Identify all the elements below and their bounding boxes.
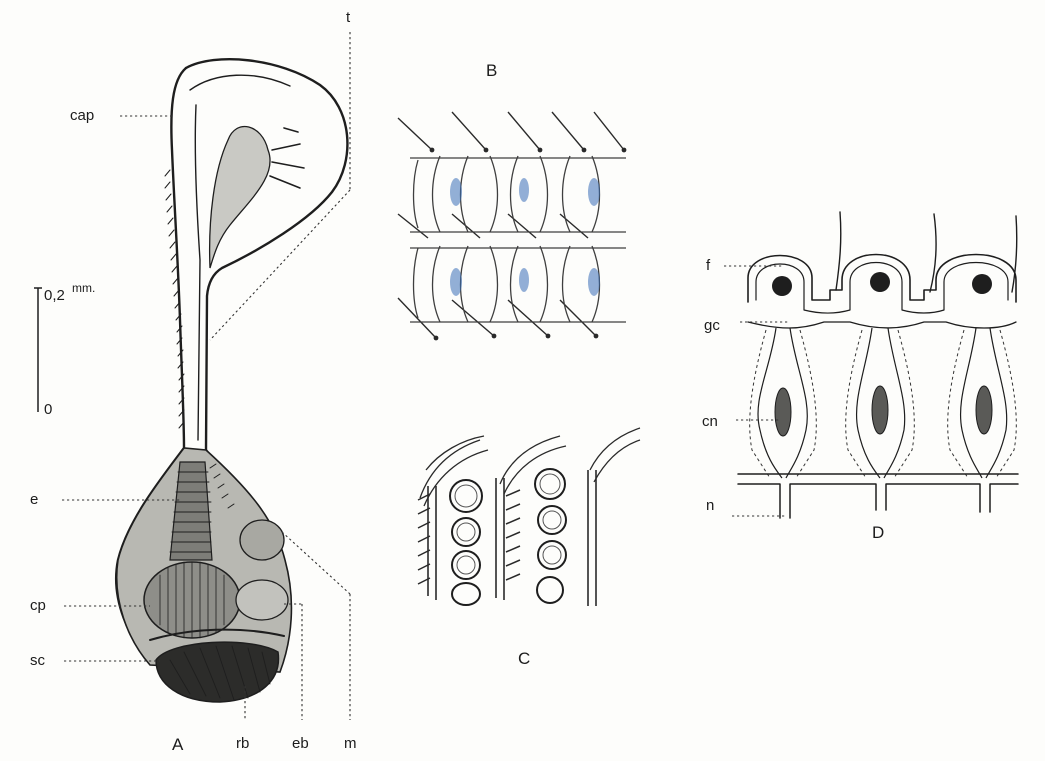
- label-m: m: [344, 735, 357, 752]
- panel-c-cells-inner: [455, 474, 561, 574]
- caption-b: B: [486, 61, 497, 80]
- panel-c: C: [418, 428, 640, 668]
- leader-m-diagonal: [282, 532, 350, 594]
- panel-b-tinted-nuclei: [450, 178, 600, 296]
- nerve-tracts: [738, 474, 1018, 518]
- panel-b-hairs: [398, 112, 624, 338]
- panel-b: B: [398, 61, 626, 340]
- lobe-m: [240, 520, 284, 560]
- scale-bottom-label: 0: [44, 401, 52, 418]
- cap-inner-line: [190, 75, 290, 90]
- caption-d: D: [872, 523, 884, 542]
- panel-a-organ-drawing: [116, 59, 347, 702]
- label-f: f: [706, 257, 711, 274]
- label-cn: cn: [702, 413, 718, 430]
- gland-basal-line: [748, 322, 1016, 328]
- scale-top-label: 0,2: [44, 287, 65, 304]
- gland-cell-nuclei: [772, 272, 992, 296]
- panel-c-hair-fans: [420, 428, 640, 506]
- scale-top-unit: mm.: [72, 281, 95, 295]
- label-n: n: [706, 497, 714, 514]
- label-cp: cp: [30, 597, 46, 614]
- caption-c: C: [518, 649, 530, 668]
- lobe-eb: [236, 580, 288, 620]
- label-rb: rb: [236, 735, 249, 752]
- panel-b-hair-bases: [430, 148, 627, 341]
- label-t: t: [346, 9, 351, 26]
- stalk-inner-line: [195, 105, 200, 440]
- cap-outline-right: [186, 59, 347, 500]
- label-e: e: [30, 491, 38, 508]
- caption-a: A: [172, 735, 184, 754]
- cap-hairs: [270, 128, 304, 188]
- label-gc: gc: [704, 317, 720, 334]
- label-eb: eb: [292, 735, 309, 752]
- label-sc: sc: [30, 652, 46, 669]
- label-cap: cap: [70, 107, 94, 124]
- panel-d: D f gc cn: [702, 212, 1018, 542]
- scale-bar: 0,2 mm. 0: [34, 281, 95, 418]
